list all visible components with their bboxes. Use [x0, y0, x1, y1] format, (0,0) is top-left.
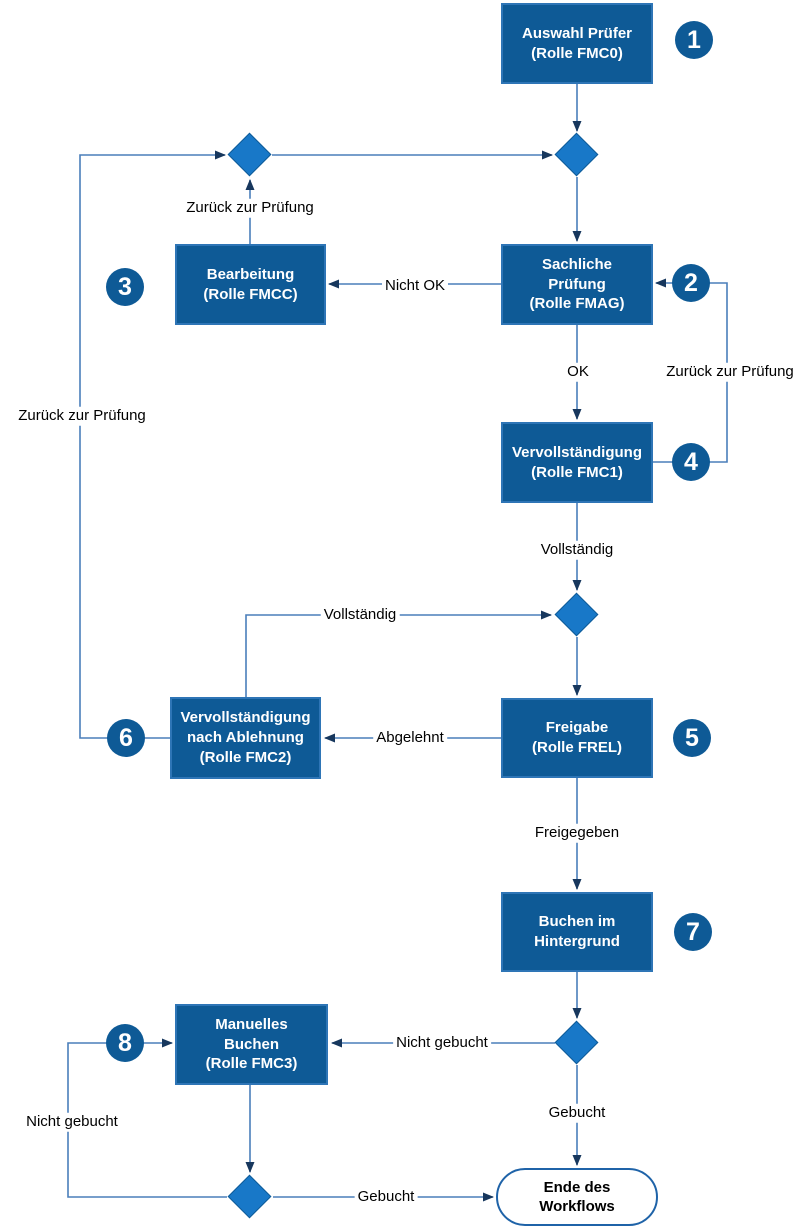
step-badge-3: 3	[106, 268, 144, 306]
edge-vna-to-decision2-vollstaendig	[245, 610, 552, 697]
step-badge-1: 1	[675, 21, 713, 59]
edge-label-zurueck-zur-pruefung-top: Zurück zur Prüfung	[183, 198, 317, 218]
edge-label-ok: OK	[564, 362, 592, 382]
edge-label-nicht-gebucht-left: Nicht gebucht	[23, 1112, 121, 1132]
edge-label-vollstaendig-mid: Vollständig	[537, 540, 617, 560]
edge-label-abgelehnt: Abgelehnt	[373, 728, 447, 748]
node-auswahl-pruefer: Auswahl Prüfer (Rolle FMC0)	[501, 3, 653, 84]
step-badge-7: 7	[674, 913, 712, 951]
node-ende-des-workflows: Ende des Workflows	[496, 1168, 658, 1226]
node-bearbeitung: Bearbeitung (Rolle FMCC)	[175, 244, 326, 325]
edge-label-zurueck-zur-pruefung-right: Zurück zur Prüfung	[663, 362, 797, 382]
step-badge-4: 4	[672, 443, 710, 481]
edge-label-nicht-gebucht-right: Nicht gebucht	[393, 1033, 491, 1053]
edge-label-freigegeben: Freigegeben	[531, 823, 623, 843]
step-badge-5: 5	[673, 719, 711, 757]
edge-label-gebucht-mid: Gebucht	[545, 1103, 609, 1123]
step-badge-2: 2	[672, 264, 710, 302]
node-sachliche-pruefung: Sachliche Prüfung (Rolle FMAG)	[501, 244, 653, 325]
edge-label-zurueck-zur-pruefung-left: Zurück zur Prüfung	[15, 406, 149, 426]
edge-vna-to-decision0-zurueck	[79, 150, 226, 739]
node-buchen-im-hintergrund: Buchen im Hintergrund	[501, 892, 653, 972]
node-vervollstaendigung-nach-ablehnung: Vervollständigung nach Ablehnung (Rolle …	[170, 697, 321, 779]
edge-label-gebucht-bottom: Gebucht	[354, 1187, 418, 1207]
node-freigabe: Freigabe (Rolle FREL)	[501, 698, 653, 778]
node-vervollstaendigung: Vervollständigung (Rolle FMC1)	[501, 422, 653, 503]
step-badge-6: 6	[107, 719, 145, 757]
edge-label-vollstaendig-left: Vollständig	[320, 605, 400, 625]
step-badge-8: 8	[106, 1024, 144, 1062]
edge-label-nicht-ok: Nicht OK	[381, 276, 449, 296]
node-manuelles-buchen: Manuelles Buchen (Rolle FMC3)	[175, 1004, 328, 1085]
